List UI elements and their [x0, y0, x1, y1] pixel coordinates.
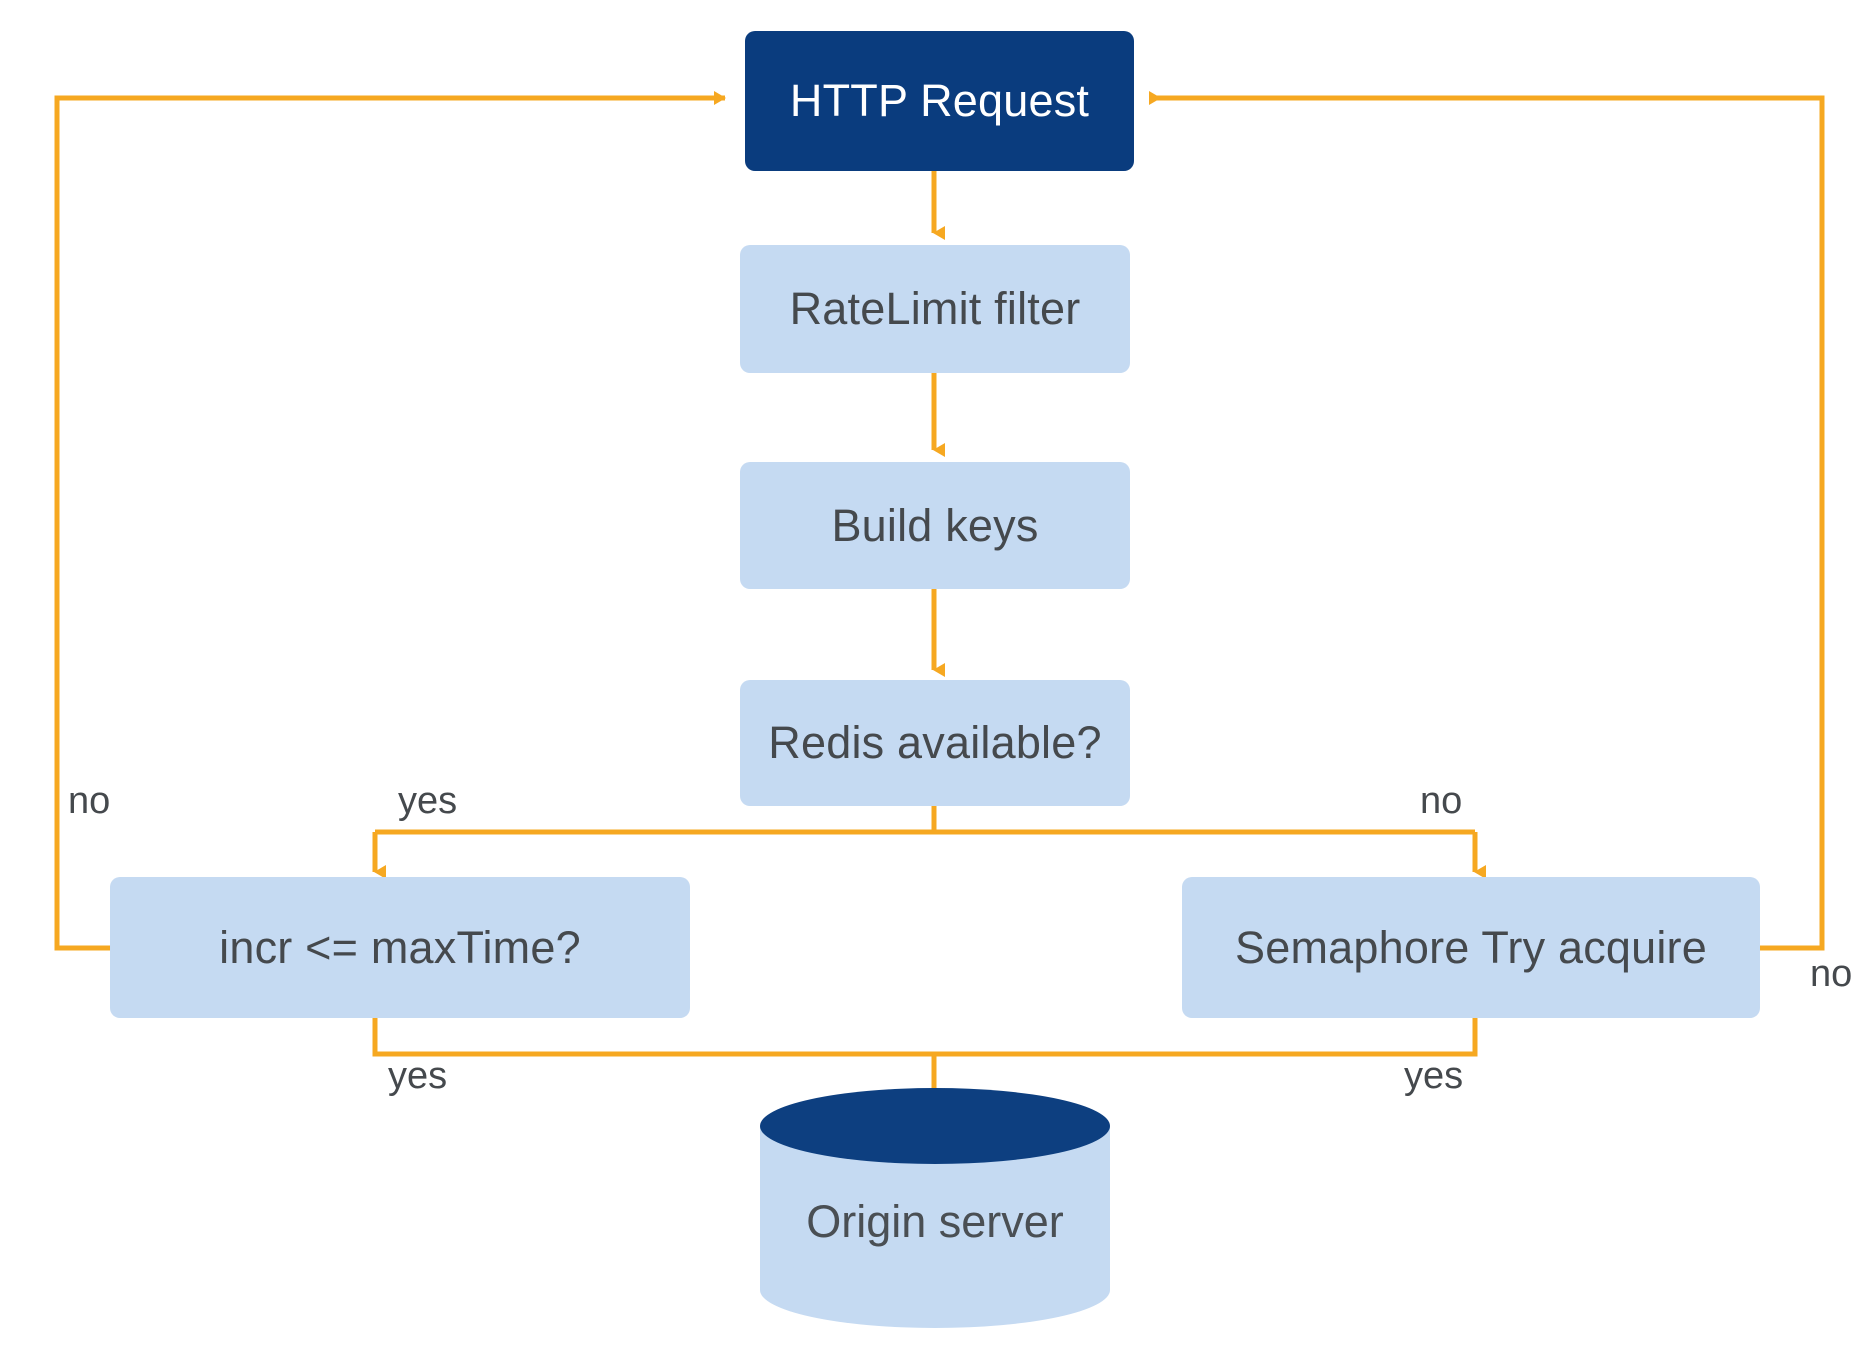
- node-semaphore-try-acquire[interactable]: Semaphore Try acquire: [1182, 877, 1760, 1018]
- edge-label-left-no: no: [68, 780, 111, 822]
- node-http-request[interactable]: HTTP Request: [745, 31, 1134, 171]
- edge-label-semaphore-yes: yes: [1404, 1055, 1464, 1097]
- edge-label-semaphore-no: no: [1810, 953, 1853, 995]
- node-semaphore-try-acquire-label: Semaphore Try acquire: [1235, 921, 1707, 973]
- cylinder-top: [760, 1088, 1110, 1164]
- cylinder-bottom: [760, 1252, 1110, 1328]
- node-incr-maxtime-label: incr <= maxTime?: [219, 921, 581, 973]
- edge-label-redis-no: no: [1420, 780, 1463, 822]
- node-redis-available[interactable]: Redis available?: [740, 680, 1130, 806]
- edge-label-incr-yes: yes: [388, 1055, 448, 1097]
- node-origin-server-label: Origin server: [806, 1196, 1064, 1247]
- node-build-keys[interactable]: Build keys: [740, 462, 1130, 589]
- node-origin-server[interactable]: Origin server: [760, 1088, 1110, 1328]
- node-build-keys-label: Build keys: [831, 499, 1039, 551]
- node-incr-maxtime[interactable]: incr <= maxTime?: [110, 877, 690, 1018]
- edge-label-redis-yes: yes: [398, 780, 458, 822]
- node-http-request-label: HTTP Request: [789, 75, 1090, 127]
- node-redis-available-label: Redis available?: [768, 717, 1102, 769]
- node-ratelimit-filter[interactable]: RateLimit filter: [740, 245, 1130, 373]
- node-ratelimit-filter-label: RateLimit filter: [789, 283, 1081, 335]
